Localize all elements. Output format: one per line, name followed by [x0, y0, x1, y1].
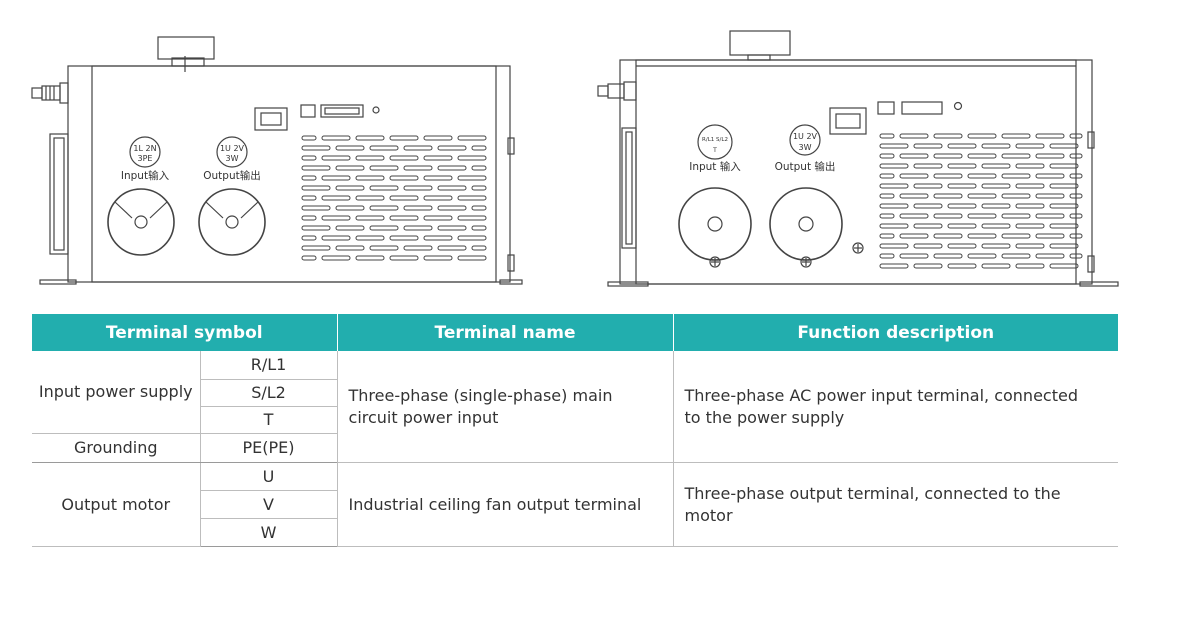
left-vent-grille [301, 135, 487, 261]
right-input-symbol-top: R/L1 S/L2 [702, 137, 728, 143]
table-row: W [32, 518, 1118, 547]
symbol-cell: R/L1 [200, 351, 338, 380]
right-input-label: Input 输入 [689, 160, 741, 173]
category-output-motor: Output motor [32, 462, 201, 547]
terminal-name-input: Three-phase (single-phase) main circuit … [337, 351, 674, 463]
function-description-output: Three-phase output terminal, connected t… [673, 462, 1119, 547]
header-terminal-symbol: Terminal symbol [32, 314, 338, 351]
terminal-table: Terminal symbol Terminal name Function d… [32, 314, 1119, 547]
table-header-row: Terminal symbol Terminal name Function d… [32, 314, 1119, 351]
left-input-label: Input输入 [121, 169, 170, 182]
category-input-power-supply: Input power supply [32, 351, 201, 434]
right-output-symbol-top: 1U 2V [793, 132, 818, 141]
left-output-label: Output输出 [203, 169, 260, 182]
table-row: Output motor U Industrial ceiling fan ou… [32, 462, 1119, 547]
table-row: S/L2 [32, 379, 1118, 407]
table-row: T [32, 406, 1118, 434]
left-input-symbol-top: 1L 2N [133, 144, 156, 153]
right-input-symbol-bottom: T [712, 147, 717, 154]
right-output-symbol-bottom: 3W [799, 143, 812, 152]
right-output-label: Output 输出 [775, 160, 836, 173]
right-unit-drawing [597, 30, 1119, 287]
symbol-cell: V [200, 490, 338, 519]
terminal-name-output: Industrial ceiling fan output terminal [337, 462, 674, 547]
category-grounding: Grounding [32, 433, 201, 463]
right-vent-grille [879, 133, 1083, 269]
table-row: Grounding PE(PE) [32, 433, 1118, 463]
symbol-cell: T [200, 406, 338, 434]
left-output-symbol-top: 1U 2V [220, 144, 245, 153]
symbol-cell: S/L2 [200, 379, 338, 407]
left-output-symbol-bottom: 3W [226, 154, 239, 163]
header-function-description: Function description [673, 314, 1119, 351]
function-description-input: Three-phase AC power input terminal, con… [673, 351, 1119, 463]
left-unit-drawing [31, 36, 523, 285]
symbol-cell: W [200, 518, 338, 547]
table-row: V [32, 490, 1118, 519]
header-terminal-name: Terminal name [337, 314, 674, 351]
symbol-cell: PE(PE) [200, 433, 338, 463]
left-input-symbol-bottom: 3PE [138, 154, 153, 163]
table-row: Input power supply R/L1 Three-phase (sin… [32, 351, 1119, 463]
symbol-cell: U [200, 462, 338, 491]
product-drawings: 1L 2N 3PE Input输入 1U 2V 3W Output输出 R/L1… [31, 30, 1119, 287]
